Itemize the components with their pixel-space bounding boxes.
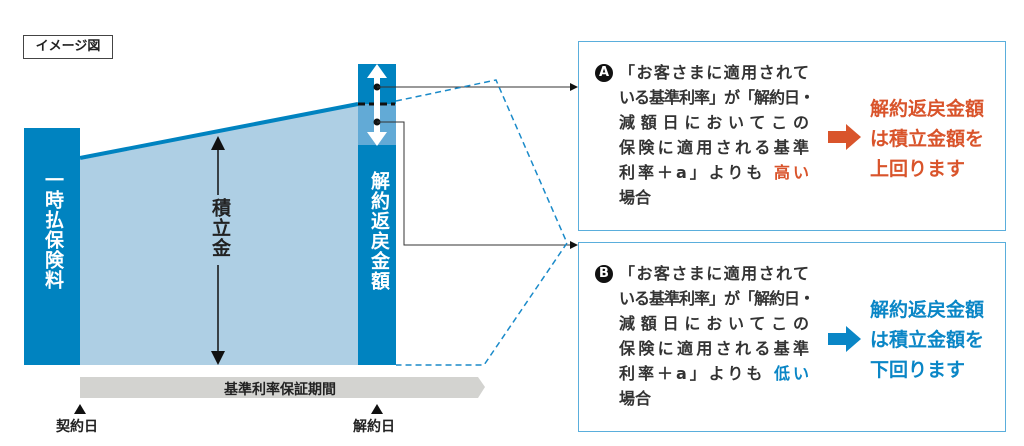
result-line: 解約返戻金額	[870, 299, 985, 321]
condition-line: 利率＋a」よりも 高い	[619, 160, 809, 185]
case-b-condition: 「お客さまに適用されて いる基準利率」が「解約日・ 減額日においてこの 保険に適…	[619, 261, 815, 411]
case-a-condition: 「お客さまに適用されて いる基準利率」が「解約日・ 減額日においてこの 保険に適…	[619, 60, 815, 210]
arrow-up-case-icon	[828, 124, 861, 150]
condition-line: 場合	[619, 188, 652, 207]
condition-line: 利率＋a」よりも 低い	[619, 361, 809, 386]
image-label: イメージ図	[23, 35, 113, 59]
condition-text: 利率＋a」よりも	[619, 364, 766, 383]
leader-b-arrow-icon	[570, 241, 578, 249]
accumulation-arrow-icon	[211, 136, 225, 365]
badge-b-icon: B	[595, 265, 613, 283]
start-marker-icon	[74, 404, 86, 414]
result-line: 上回ります	[870, 158, 966, 180]
left-bar-label: 一時払保険料	[42, 170, 64, 290]
highlight-high: 高い	[773, 163, 809, 182]
condition-line: 場合	[619, 389, 652, 408]
arrow-down-case-icon	[828, 326, 861, 352]
accumulation-label: 積立金	[209, 198, 231, 258]
condition-text: 利率＋a」よりも	[619, 163, 766, 182]
accumulation-area	[80, 105, 358, 365]
result-line: は積立金額を	[870, 329, 985, 351]
zoom-outline	[395, 79, 568, 366]
condition-line: 保険に適用される基準	[619, 339, 809, 358]
leader-a-arrow-icon	[570, 83, 578, 91]
condition-line: いる基準利率」が「解約日・	[619, 289, 815, 308]
result-line: 下回ります	[870, 359, 966, 381]
condition-line: いる基準利率」が「解約日・	[619, 88, 815, 107]
left-bar	[24, 128, 80, 365]
highlight-low: 低い	[773, 364, 809, 383]
condition-line: 「お客さまに適用されて	[619, 63, 809, 82]
condition-line: 「お客さまに適用されて	[619, 264, 809, 283]
variation-arrow-icon	[367, 64, 387, 146]
start-date-label: 契約日	[56, 419, 98, 435]
period-arrow	[80, 377, 485, 398]
accumulation-line	[79, 102, 359, 160]
end-marker-icon	[371, 404, 383, 414]
badge-a-icon: A	[595, 64, 613, 82]
result-line: 解約返戻金額	[870, 98, 985, 120]
case-b-box: B 「お客さまに適用されて いる基準利率」が「解約日・ 減額日においてこの 保険…	[578, 242, 1006, 432]
leader-b	[377, 121, 572, 246]
condition-line: 保険に適用される基準	[619, 138, 809, 157]
condition-line: 減額日においてこの	[619, 314, 809, 333]
case-a-result: 解約返戻金額 は積立金額を 上回ります	[870, 94, 984, 184]
condition-line: 減額日においてこの	[619, 113, 809, 132]
period-label: 基準利率保証期間	[224, 382, 336, 398]
end-date-label: 解約日	[353, 419, 395, 435]
case-a-box: A 「お客さまに適用されて いる基準利率」が「解約日・ 減額日においてこの 保険…	[578, 41, 1006, 231]
result-line: は積立金額を	[870, 128, 985, 150]
case-b-result: 解約返戻金額 は積立金額を 下回ります	[870, 295, 984, 385]
right-bar-label: 解約返戻金額	[368, 171, 390, 291]
